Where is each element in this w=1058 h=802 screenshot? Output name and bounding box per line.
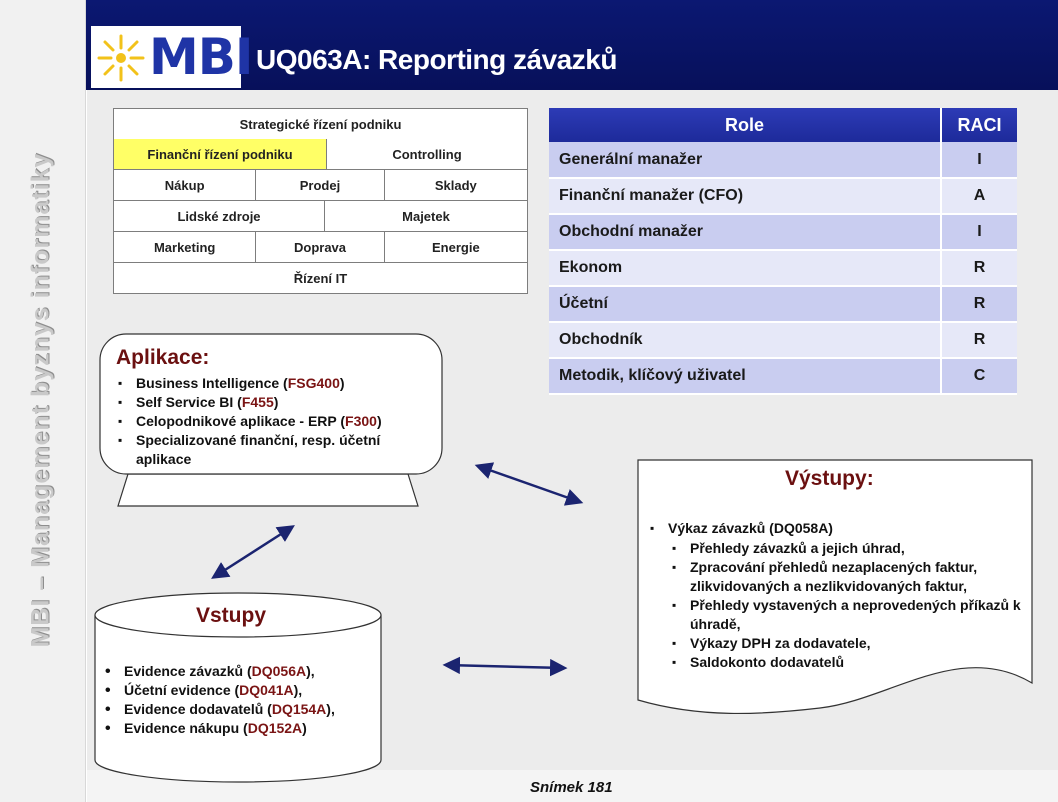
vstupy-item-code: DQ056A bbox=[251, 663, 307, 679]
mbi-logo: MBI bbox=[91, 26, 253, 88]
aplikace-item-text: Business Intelligence ( bbox=[136, 375, 288, 391]
domain-marketing: Marketing bbox=[114, 232, 257, 262]
raci-role: Generální manažer bbox=[549, 142, 942, 179]
aplikace-item: Self Service BI (F455) bbox=[116, 393, 436, 412]
raci-code: R bbox=[941, 322, 1017, 359]
vystupy-title: Výstupy: bbox=[785, 467, 874, 490]
vstupy-item: Účetní evidence (DQ041A), bbox=[104, 681, 379, 700]
domain-controlling: Controlling bbox=[326, 139, 527, 169]
vstupy-item-tail: ), bbox=[326, 701, 335, 717]
raci-header-role: Role bbox=[549, 108, 942, 142]
aplikace-item-text: Self Service BI ( bbox=[136, 394, 242, 410]
aplikace-item: Business Intelligence (FSG400) bbox=[116, 374, 436, 393]
vstupy-title: Vstupy bbox=[196, 604, 267, 627]
domain-energie: Energie bbox=[384, 232, 527, 262]
vstupy-item-text: Evidence nákupu ( bbox=[124, 720, 248, 736]
vystupy-sub-item: Saldokonto dodavatelů bbox=[648, 653, 1026, 672]
vstupy-item-text: Účetní evidence ( bbox=[124, 682, 240, 698]
raci-code: C bbox=[941, 358, 1017, 395]
domain-sklady: Sklady bbox=[384, 170, 527, 200]
vstupy-item-code: DQ041A bbox=[239, 682, 294, 698]
aplikace-item: Specializované finanční, resp. účetní ap… bbox=[116, 431, 436, 469]
sun-icon bbox=[97, 34, 145, 82]
vystupy-sub-item: Výkazy DPH za dodavatele, bbox=[648, 634, 1026, 653]
raci-role: Obchodník bbox=[549, 322, 942, 359]
vstupy-item-code: DQ152A bbox=[247, 720, 303, 736]
vystupy-sub-item: Přehledy vystavených a neprovedených pří… bbox=[648, 596, 1026, 634]
aplikace-item-code: FSG400 bbox=[287, 375, 340, 391]
domain-lidsk-zdroje: Lidské zdroje bbox=[114, 201, 325, 231]
aplikace-item-tail: ) bbox=[273, 394, 279, 410]
domain-majetek: Majetek bbox=[324, 201, 527, 231]
arrow-aplikace-vstupy bbox=[211, 525, 295, 579]
domain-strategick-zen-podniku: Strategické řízení podniku bbox=[114, 109, 527, 139]
vstupy-item-text: Evidence dodavatelů ( bbox=[124, 701, 272, 717]
aplikace-item-text: Celopodnikové aplikace - ERP ( bbox=[136, 413, 346, 429]
aplikace-item-code: F455 bbox=[241, 394, 274, 410]
vstupy-cylinder-top bbox=[94, 592, 382, 638]
domain-prodej: Prodej bbox=[256, 170, 385, 200]
aplikace-item-tail: ) bbox=[339, 375, 345, 391]
aplikace-item-tail: ) bbox=[376, 413, 382, 429]
vstupy-item-text: Evidence závazků ( bbox=[124, 663, 252, 679]
vystupy-main-list: Výkaz závazků (DQ058A) bbox=[648, 519, 1028, 538]
header-bar bbox=[86, 0, 1058, 90]
slide-title: UQ063A: Reporting závazků bbox=[256, 44, 617, 75]
raci-role: Ekonom bbox=[549, 250, 942, 287]
aplikace-item: Celopodnikové aplikace - ERP (F300) bbox=[116, 412, 436, 431]
vstupy-list: Evidence závazků (DQ056A),Účetní evidenc… bbox=[104, 662, 379, 738]
raci-code: I bbox=[941, 214, 1017, 251]
domain-finan-n-zen-podniku: Finanční řízení podniku bbox=[114, 139, 327, 169]
domain-n-kup: Nákup bbox=[114, 170, 257, 200]
vstupy-item-tail: ), bbox=[293, 682, 303, 698]
aplikace-item-text: Specializované finanční, resp. účetní ap… bbox=[136, 432, 381, 467]
domain-map-row: Řízení IT bbox=[113, 263, 528, 294]
vstupy-item-tail: ), bbox=[306, 663, 315, 679]
raci-role: Obchodní manažer bbox=[549, 214, 942, 251]
raci-code: I bbox=[941, 142, 1017, 179]
raci-code: R bbox=[941, 250, 1017, 287]
vstupy-item-code: DQ154A bbox=[271, 701, 327, 717]
vstupy-item: Evidence dodavatelů (DQ154A), bbox=[104, 700, 379, 719]
vstupy-item-tail: ) bbox=[302, 720, 307, 736]
slide-number: Snímek 181 bbox=[530, 779, 613, 796]
arrow-aplikace-vystupy bbox=[474, 462, 584, 506]
vystupy-sub-item: Přehledy závazků a jejich úhrad, bbox=[648, 539, 1026, 558]
raci-code: A bbox=[941, 178, 1017, 215]
raci-row: Finanční manažer (CFO)A bbox=[549, 178, 1017, 215]
raci-role: Finanční manažer (CFO) bbox=[549, 178, 942, 215]
aplikace-list: Business Intelligence (FSG400)Self Servi… bbox=[116, 374, 436, 469]
vstupy-item: Evidence závazků (DQ056A), bbox=[104, 662, 379, 681]
arrow-vstupy-vystupy bbox=[442, 656, 568, 677]
vystupy-main-item: Výkaz závazků (DQ058A) bbox=[648, 519, 1028, 538]
logo-text: MBI bbox=[149, 28, 253, 86]
raci-header-raci: RACI bbox=[941, 108, 1017, 142]
vystupy-sub-item: Zpracování přehledů nezaplacených faktur… bbox=[648, 558, 1026, 596]
left-sidebar bbox=[0, 0, 86, 802]
raci-role: Účetní bbox=[549, 286, 942, 323]
vstupy-item: Evidence nákupu (DQ152A) bbox=[104, 719, 379, 738]
raci-role: Metodik, klíčový uživatel bbox=[549, 358, 942, 395]
vystupy-sub-list: Přehledy závazků a jejich úhrad,Zpracová… bbox=[648, 539, 1026, 672]
aplikace-item-code: F300 bbox=[345, 413, 377, 429]
aplikace-title: Aplikace: bbox=[116, 346, 210, 369]
raci-code: R bbox=[941, 286, 1017, 323]
domain-doprava: Doprava bbox=[256, 232, 385, 262]
domain-zen-it: Řízení IT bbox=[114, 263, 527, 293]
aplikace-monitor-stand bbox=[117, 473, 419, 507]
